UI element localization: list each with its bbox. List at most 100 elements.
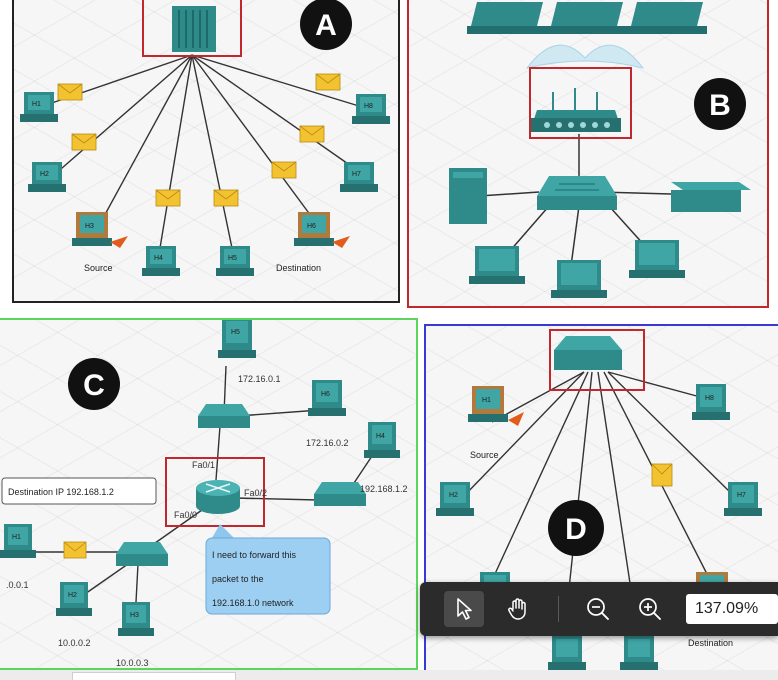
router-highlight — [529, 67, 632, 139]
wireless-waves — [525, 44, 645, 69]
host-h6: H6 — [294, 212, 350, 248]
host-h4: H4 — [142, 246, 180, 276]
host-h1: H1 — [20, 92, 58, 122]
panel-b-server — [449, 168, 487, 224]
hub-device — [172, 6, 216, 52]
panel-a-diagram: A H1 H2 H3 H4 H5 H6 H7 H8 Source Destina… — [20, 0, 390, 276]
speech-bubble: I need to forward this packet to the 192… — [205, 524, 331, 615]
destination-label: Destination — [688, 638, 733, 648]
svg-text:C: C — [83, 369, 105, 402]
svg-text:Destination IP 192.168.1.2: Destination IP 192.168.1.2 — [8, 487, 114, 497]
panel-a-links — [45, 54, 373, 249]
svg-text:A: A — [315, 9, 337, 42]
panel-b: B — [407, 0, 769, 308]
ip-label: 10.0.0.2 — [58, 638, 91, 648]
toolbar-divider — [558, 596, 559, 622]
svg-text:I need to forward this: I need to forward this — [212, 550, 297, 560]
host-h5: H5 — [218, 320, 256, 358]
hub-highlight — [142, 0, 242, 57]
svg-text:B: B — [709, 89, 731, 122]
letter-a-badge: A — [300, 0, 352, 50]
cursor-arrow-icon — [457, 598, 472, 620]
host-h2: H2 — [436, 482, 474, 516]
ip-label: 172.16.0.1 — [238, 374, 281, 384]
select-tool-button[interactable] — [444, 591, 484, 627]
bottom-bar — [0, 670, 778, 680]
ip-label: 10.0.0.3 — [116, 658, 149, 668]
svg-text:H1: H1 — [12, 534, 21, 541]
bottom-tab[interactable] — [72, 672, 236, 680]
panel-c-hosts: H5 H6 H4 H1 H2 H3 — [0, 320, 400, 636]
svg-text:H2: H2 — [449, 492, 458, 499]
host-h3: H3 — [72, 212, 128, 248]
svg-text:H4: H4 — [154, 255, 163, 262]
svg-text:H8: H8 — [705, 395, 714, 402]
zoom-out-icon — [587, 598, 609, 620]
panel-a: A H1 H2 H3 H4 H5 H6 H7 H8 Source Destina… — [12, 0, 400, 303]
svg-text:H3: H3 — [130, 612, 139, 619]
host-h1: H1 — [468, 386, 524, 426]
svg-text:H2: H2 — [68, 592, 77, 599]
svg-text:H2: H2 — [40, 171, 49, 178]
router-highlight — [165, 457, 265, 527]
host-h5: H5 — [216, 246, 254, 276]
svg-text:H5: H5 — [231, 329, 240, 336]
ip-label: .0.0.1 — [6, 580, 29, 590]
panel-b-pcs — [469, 240, 685, 298]
zoom-in-button[interactable] — [630, 591, 670, 627]
panel-c-links — [4, 365, 377, 603]
letter-c-badge: C — [68, 358, 120, 410]
panel-b-laptops — [467, 2, 707, 34]
host-h4: H4 — [364, 422, 400, 458]
letter-b-badge: B — [694, 78, 746, 130]
source-label: Source — [84, 263, 113, 273]
destination-ip-box: Destination IP 192.168.1.2 — [1, 477, 157, 505]
panel-b-switch — [537, 176, 617, 210]
panel-c-switches — [116, 404, 366, 566]
svg-text:H5: H5 — [228, 255, 237, 262]
panel-a-hosts: H1 H2 H3 H4 H5 H6 H7 H8 — [20, 92, 390, 276]
interface-label: Fa0/1 — [192, 460, 215, 470]
host-h8: H8 — [352, 94, 390, 124]
svg-text:H8: H8 — [364, 103, 373, 110]
host-h3: H3 — [118, 602, 154, 636]
svg-text:D: D — [565, 513, 587, 546]
viewer-toolbar: 137.09% — [420, 582, 778, 636]
interface-label: Fa0/2 — [244, 488, 267, 498]
source-label: Source — [470, 450, 499, 460]
panel-b-diagram: B — [449, 2, 751, 298]
pan-tool-button[interactable] — [498, 591, 538, 627]
host-h1: H1 — [0, 524, 36, 558]
panel-c-diagram: C H5 H6 H4 H1 H2 H3 172.16.0.1 172.16.0.… — [0, 320, 408, 668]
switch-highlight — [549, 329, 645, 391]
host-h7: H7 — [724, 482, 762, 516]
host-h2: H2 — [28, 162, 66, 192]
svg-text:H6: H6 — [307, 223, 316, 230]
panel-a-envelopes — [57, 73, 341, 207]
svg-text:192.168.1.0 network: 192.168.1.0 network — [212, 598, 294, 608]
zoom-in-icon — [639, 598, 661, 620]
svg-text:packet to the: packet to the — [212, 574, 264, 584]
hand-icon — [508, 598, 526, 620]
svg-text:H3: H3 — [85, 223, 94, 230]
letter-d-badge: D — [548, 500, 604, 556]
zoom-out-button[interactable] — [578, 591, 618, 627]
envelope-icon — [63, 541, 87, 559]
wireless-router — [531, 88, 621, 132]
panel-d-switch — [554, 336, 622, 370]
ip-label: 172.16.0.2 — [306, 438, 349, 448]
svg-text:H1: H1 — [482, 397, 491, 404]
panel-b-printer — [671, 182, 751, 212]
panel-c: C H5 H6 H4 H1 H2 H3 172.16.0.1 172.16.0.… — [0, 318, 418, 670]
svg-text:H7: H7 — [352, 171, 361, 178]
panel-c-router — [196, 480, 240, 514]
svg-text:H1: H1 — [32, 101, 41, 108]
interface-label: Fa0/0 — [174, 510, 197, 520]
zoom-level-field[interactable]: 137.09% — [686, 594, 778, 624]
svg-text:H6: H6 — [321, 391, 330, 398]
host-h6: H6 — [308, 380, 346, 416]
svg-text:H4: H4 — [376, 433, 385, 440]
host-h8: H8 — [692, 384, 730, 420]
ip-label: 192.168.1.2 — [360, 484, 408, 494]
envelope-icon — [651, 463, 673, 487]
